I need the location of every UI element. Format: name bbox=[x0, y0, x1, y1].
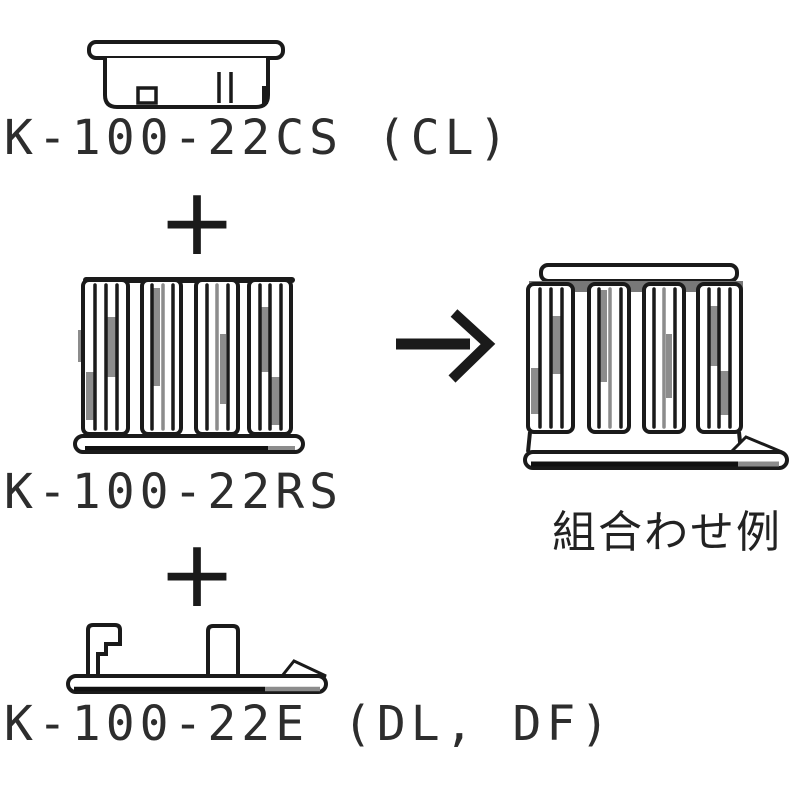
rib-group bbox=[81, 278, 130, 436]
knob-part-drawing bbox=[73, 277, 305, 454]
rib-group bbox=[642, 282, 686, 434]
right-arrow-icon bbox=[396, 309, 496, 383]
rib-group bbox=[247, 278, 293, 436]
part-label-base: K-100-22E (DL, DF) bbox=[4, 696, 615, 752]
rib-group bbox=[194, 278, 240, 436]
base-part-drawing bbox=[66, 623, 328, 694]
plus-operator-2: + bbox=[157, 519, 237, 629]
cap-part-drawing bbox=[87, 40, 285, 109]
plus-operator-1: + bbox=[157, 167, 237, 277]
part-label-knob: K-100-22RS bbox=[4, 464, 343, 520]
part-label-cap: K-100-22CS (CL) bbox=[4, 110, 513, 166]
result-label: 組合わせ例 bbox=[552, 507, 782, 558]
rib-group bbox=[526, 282, 575, 434]
rib-group bbox=[140, 278, 183, 436]
rib-group bbox=[696, 282, 743, 434]
assembled-example-drawing bbox=[523, 263, 789, 470]
rib-group bbox=[587, 282, 631, 434]
